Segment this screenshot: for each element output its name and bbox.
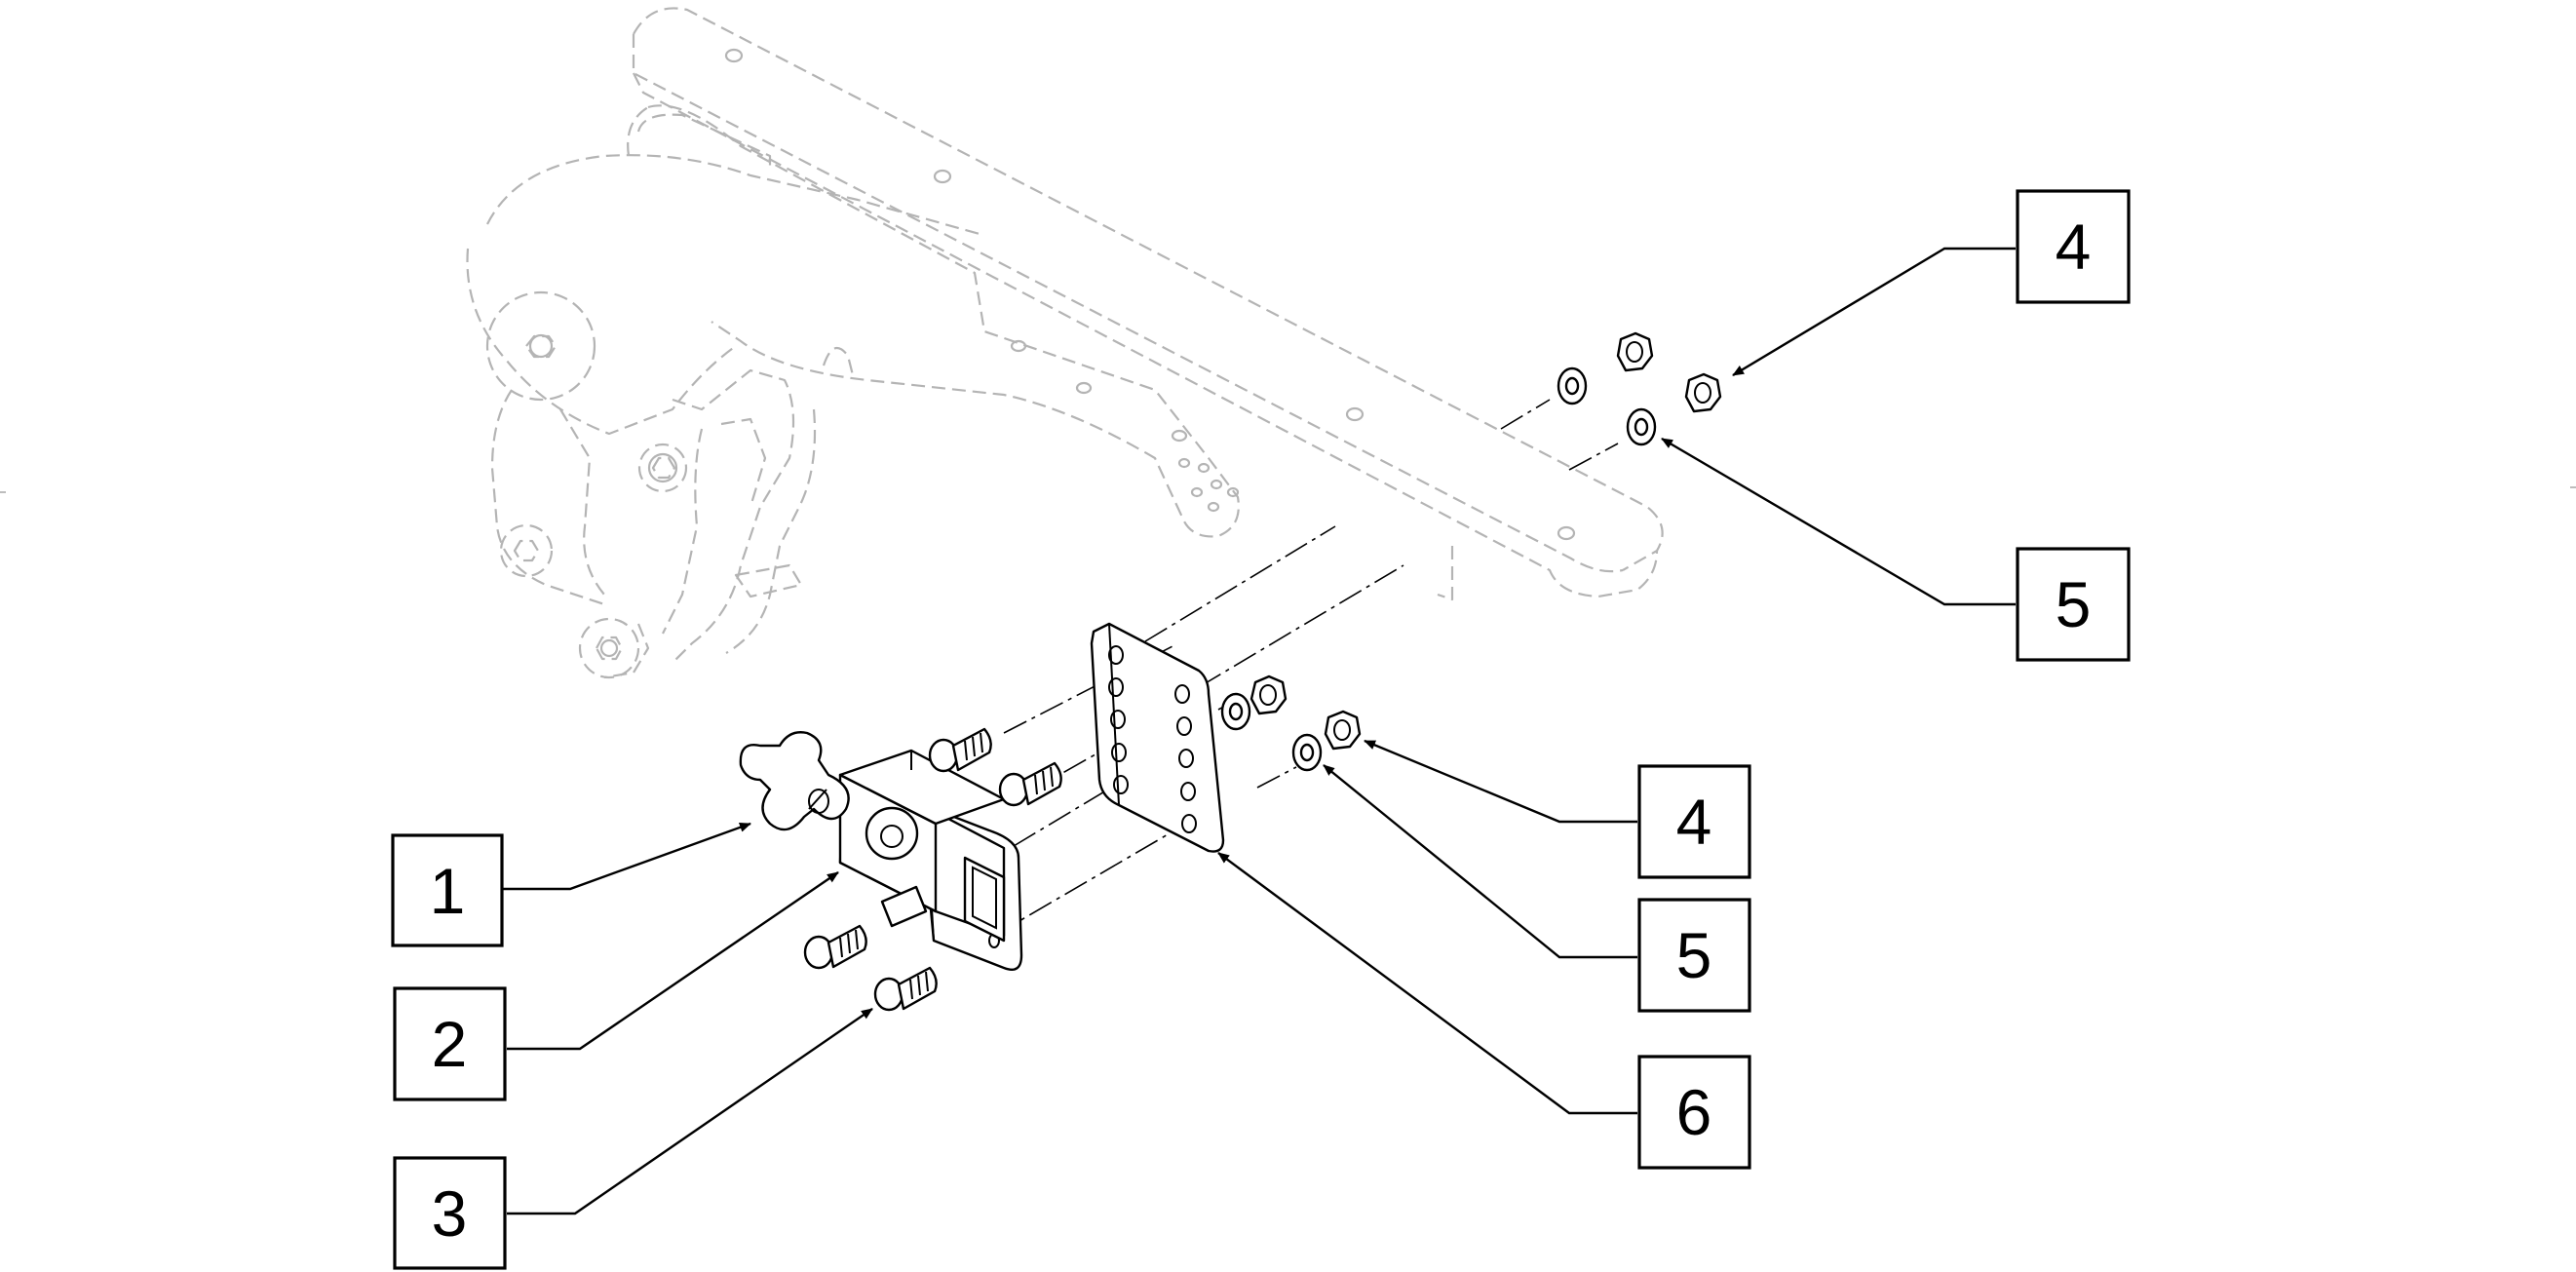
- washer-upper-2: [1626, 407, 1657, 446]
- callout-6-label: 6: [1676, 1076, 1712, 1148]
- callout-3-label: 3: [432, 1177, 468, 1250]
- ghosted-frame-rail: [632, 7, 1664, 601]
- nut-lower-1: [1250, 675, 1288, 715]
- callout-6: 6: [1637, 1055, 1751, 1170]
- washer-lower-2: [1291, 733, 1323, 772]
- callout-4-upper-label: 4: [2056, 211, 2092, 283]
- leader-5-lower: [1323, 764, 1637, 959]
- screw-upper-1: [928, 727, 992, 773]
- callout-5-lower: 5: [1637, 898, 1751, 1013]
- screw-lower-2: [873, 966, 938, 1012]
- leader-4-lower: [1364, 739, 1637, 824]
- leader-2: [507, 871, 839, 1051]
- screw-lower-1: [803, 924, 867, 970]
- mounting-plate: [1090, 622, 1225, 853]
- callout-1: 1: [391, 833, 504, 947]
- callout-4-lower: 4: [1637, 764, 1751, 879]
- leader-1: [502, 822, 751, 891]
- callout-4-lower-label: 4: [1676, 786, 1712, 858]
- callout-2-label: 2: [432, 1008, 468, 1080]
- nut-lower-2: [1324, 710, 1362, 751]
- callout-5-lower-label: 5: [1676, 919, 1712, 991]
- callout-1-label: 1: [430, 855, 466, 927]
- washer-upper-1: [1557, 366, 1588, 405]
- nut-upper-2: [1684, 372, 1722, 413]
- leader-3: [507, 1008, 873, 1215]
- leader-4-upper: [1732, 247, 2016, 377]
- nut-upper-1: [1616, 331, 1654, 372]
- callout-2: 2: [393, 986, 507, 1101]
- leader-6: [1217, 852, 1637, 1115]
- callout-5-upper-label: 5: [2056, 568, 2092, 640]
- leader-5-upper: [1661, 437, 2016, 606]
- washer-lower-1: [1220, 692, 1251, 731]
- callout-3: 3: [393, 1156, 507, 1270]
- receiver-tube: [838, 749, 1023, 972]
- leader-lines: [502, 247, 2016, 1215]
- callout-5-upper: 5: [2016, 547, 2131, 662]
- knob: [739, 731, 850, 831]
- callout-4-upper: 4: [2016, 189, 2131, 304]
- ghosted-arm-bracket: [466, 104, 1240, 679]
- screw-upper-2: [998, 761, 1062, 807]
